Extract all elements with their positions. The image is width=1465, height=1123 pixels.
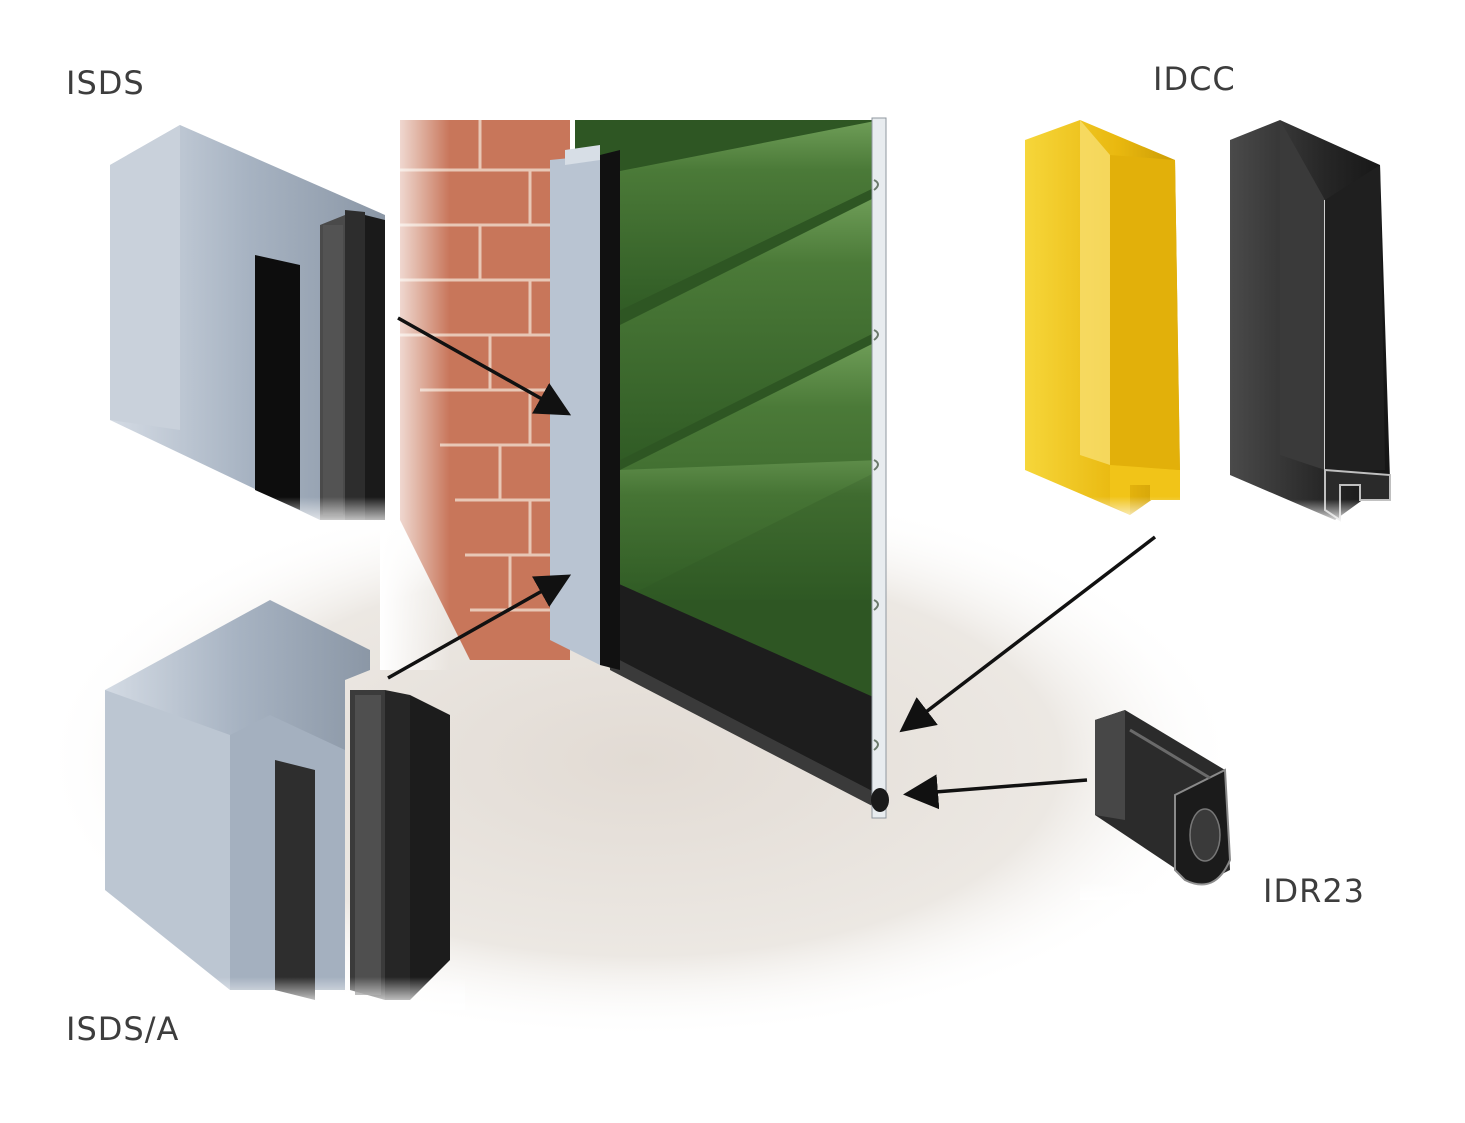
label-idcc: IDCC (1153, 60, 1236, 98)
door-slat (600, 195, 880, 470)
isds-a-profile (95, 600, 465, 1010)
roller-door (575, 117, 889, 819)
door-edge (871, 117, 887, 819)
bottom-seal-end (871, 788, 889, 812)
label-idr23: IDR23 (1263, 872, 1366, 910)
label-isds-a: ISDS/A (66, 1010, 180, 1048)
isds-profile (100, 125, 400, 530)
door-slat (620, 460, 880, 600)
idcc-yellow-profile (1010, 120, 1200, 525)
arrow-idcc (899, 535, 1157, 733)
idcc-black-profile (1215, 120, 1405, 525)
idr23-profile (1080, 710, 1250, 900)
door-guide-channel (550, 145, 620, 670)
label-isds: ISDS (66, 64, 145, 102)
door-slat (600, 120, 880, 320)
bottom-rail (610, 580, 880, 800)
arrow-isds (397, 316, 572, 416)
arrow-isds-a (387, 574, 572, 680)
callout-arrows (387, 316, 1157, 810)
arrow-idr23 (903, 774, 1088, 810)
